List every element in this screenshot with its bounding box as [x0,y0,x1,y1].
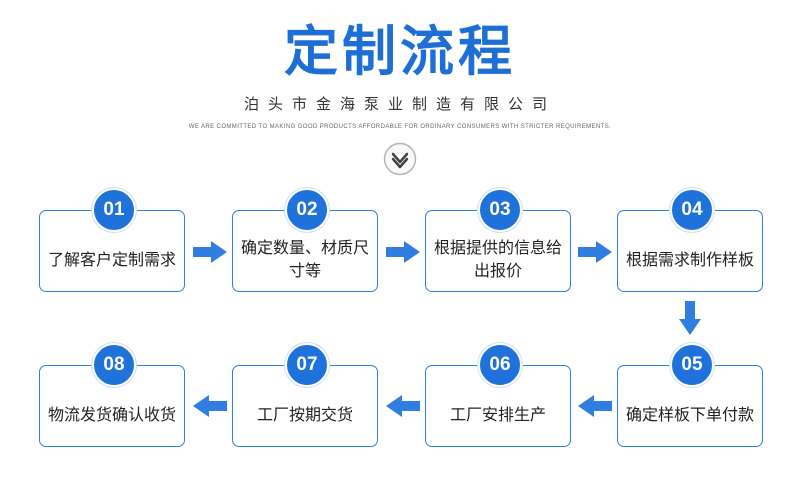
slogan: WE ARE COMMITTED TO MAKING GOOD PRODUCTS… [188,124,612,130]
step-06: 工厂安排生产 [425,365,571,447]
step-07-number: 07 [285,343,329,387]
arrow-right-icon [386,241,420,263]
arrow-down-icon [679,301,701,335]
step-01-text: 了解客户定制需求 [47,249,176,269]
arrow-left-icon [386,395,420,417]
arrow-right-icon [578,241,612,263]
arrow-right-icon [193,241,227,263]
step-04-number: 04 [670,188,714,232]
step-06-text: 工厂安排生产 [449,404,546,424]
step-07-text: 工厂按期交货 [256,404,353,424]
step-08-text: 物流发货确认收货 [47,404,176,424]
page-title: 定制流程 [284,20,516,83]
arrow-left-icon [578,395,612,417]
step-02: 确定数量、材质尺寸等 [232,210,378,292]
arrow-left-icon [193,395,227,417]
company-name: 泊头市金海泵业制造有限公司 [243,95,556,113]
chevron-down-circle-icon [383,142,417,176]
step-02-number: 02 [285,188,329,232]
step-03-text: 根据提供的信息给出报价 [433,238,562,280]
step-08-number: 08 [92,343,136,387]
step-04-text: 根据需求制作样板 [625,249,754,269]
step-06-number: 06 [478,343,522,387]
step-01-number: 01 [92,188,136,232]
step-03-number: 03 [478,188,522,232]
step-05-text: 确定样板下单付款 [625,404,754,424]
step-02-text: 确定数量、材质尺寸等 [240,238,369,280]
step-05-number: 05 [670,343,714,387]
